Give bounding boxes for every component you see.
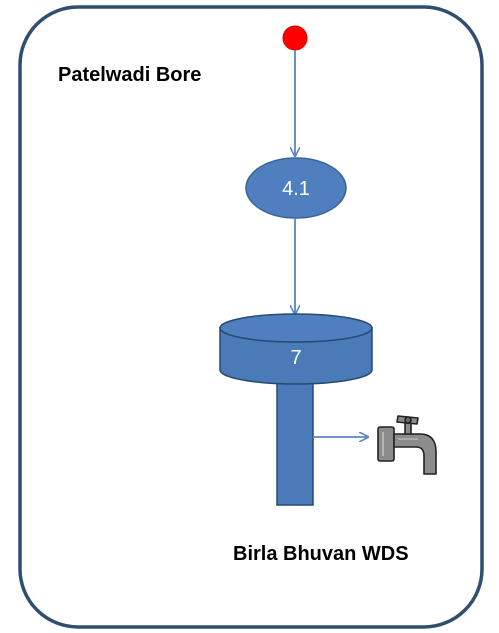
node-label: 4.1 [282,178,310,200]
tank-label: 7 [290,347,301,369]
destination-label: Birla Bhuvan WDS [233,543,409,565]
source-label: Patelwadi Bore [58,64,201,86]
tank-body [219,327,373,385]
tank-top [219,313,373,343]
node-ellipse [245,157,347,219]
tank-column [276,369,314,506]
source-dot [282,25,308,51]
water-tap-icon [377,415,437,475]
